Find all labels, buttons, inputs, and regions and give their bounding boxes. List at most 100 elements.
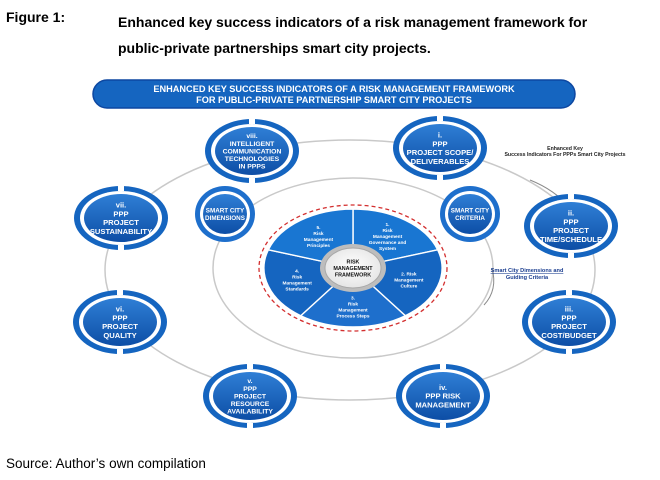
banner-line-1: ENHANCED KEY SUCCESS INDICATORS OF A RIS… xyxy=(153,84,515,94)
indicator-iii-inner xyxy=(532,298,606,346)
figure-title-line-2: public-private partnerships smart city p… xyxy=(118,40,431,56)
figure-label: Figure 1: xyxy=(6,9,66,25)
segment-s4-label-line-1: 4. xyxy=(295,269,299,275)
figure-title: Enhanced key success indicators of a ris… xyxy=(118,9,648,61)
middle-ring-pointer xyxy=(483,267,495,306)
indicator-vii-label-line-4: SUSTAINABILITY xyxy=(90,227,152,236)
indicator-v-label-line-2: PPP xyxy=(243,386,257,393)
indicator-iii-label-line-3: PROJECT xyxy=(551,322,587,331)
segment-s5-label-line-3: Management xyxy=(304,237,334,243)
indicator-viii-label-line-1: viii. xyxy=(246,133,257,140)
center-label-line-1: RISK xyxy=(347,259,360,265)
smart-city-criteria-inner xyxy=(448,194,492,234)
indicator-v-label-line-3: PROJECT xyxy=(234,393,267,400)
indicator-ii-label-line-4: TIME/SCHEDULE xyxy=(540,235,602,244)
indicator-i-notch-bottom xyxy=(437,175,443,180)
indicator-vi-label-line-1: vi. xyxy=(116,304,124,313)
indicator-v-inner xyxy=(213,372,287,420)
indicator-viii-label-line-2: INTELLIGENT xyxy=(230,141,275,148)
segment-s5-label-line-4: Principles xyxy=(307,243,330,249)
indicator-viii-notch-bottom xyxy=(249,178,255,183)
indicator-iv-notch-bottom xyxy=(440,423,446,428)
indicator-vi-notch-top xyxy=(117,290,123,295)
indicator-ii-label-line-3: PROJECT xyxy=(553,226,589,235)
indicator-v-notch-bottom xyxy=(247,423,253,428)
indicator-vi-label-line-3: PROJECT xyxy=(102,322,138,331)
segment-s3-label-line-2: Risk xyxy=(348,302,358,308)
indicator-v-notch-top xyxy=(247,364,253,369)
indicator-viii-label-line-4: TECHNOLOGIES xyxy=(225,156,280,163)
figure-title-line-1: Enhanced key success indicators of a ris… xyxy=(118,14,588,30)
center-label-line-2: MANAGEMENT xyxy=(333,266,373,272)
indicator-iv-inner xyxy=(406,372,480,420)
indicator-i-notch-top xyxy=(437,116,443,121)
indicator-v-label-line-5: AVAILABILITY xyxy=(227,409,273,416)
segment-s3-label-line-4: Process Steps xyxy=(336,314,369,320)
indicator-vi-inner xyxy=(83,298,157,346)
smart-city-dimensions-label-line-1: SMART CITY xyxy=(206,207,245,214)
smart-city-criteria-label-line-2: CRITERIA xyxy=(455,215,485,222)
segment-s1-label-line-4: Governance and xyxy=(369,240,407,246)
indicator-vii-inner xyxy=(84,194,158,242)
segment-s2-label-line-2: Management xyxy=(394,278,424,284)
indicator-i-inner xyxy=(403,124,477,172)
indicator-vii-label-line-3: PROJECT xyxy=(103,218,139,227)
segment-s5-label-line-2: Risk xyxy=(313,231,323,237)
indicator-vii-label-line-2: PPP xyxy=(113,209,128,218)
outer-ring-label-line-2: Success Indicators For PPPs Smart City P… xyxy=(504,152,625,158)
segment-s2-label-line-1: 2. Risk xyxy=(401,272,417,278)
indicator-ii-notch-top xyxy=(568,194,574,199)
banner-line-2: FOR PUBLIC-PRIVATE PARTNERSHIP SMART CIT… xyxy=(196,95,472,105)
segment-s3-label-line-3: Management xyxy=(338,308,368,314)
indicator-vi-label-line-2: PPP xyxy=(112,313,127,322)
segment-s5-label-line-1: 5. xyxy=(316,225,320,231)
smart-city-criteria-label-line-1: SMART CITY xyxy=(451,207,490,214)
segment-s1-label-line-2: Risk xyxy=(382,228,392,234)
indicator-vii-label-line-1: vii. xyxy=(116,200,127,209)
indicator-v-label-line-1: v. xyxy=(247,378,252,385)
center-disc xyxy=(324,247,382,289)
indicator-iii-label-line-2: PPP xyxy=(561,313,576,322)
segment-s3-shape xyxy=(299,267,407,328)
indicator-iv-label-line-1: iv. xyxy=(439,383,447,392)
middle-ring-label-line-2: Guiding Criteria xyxy=(506,275,549,281)
indicator-ii-label-line-2: PPP xyxy=(563,217,578,226)
indicator-i-label-line-2: PPP xyxy=(432,139,447,148)
indicator-viii-label-line-5: IN PPPS xyxy=(239,164,266,171)
center-label-line-3: FRAMEWORK xyxy=(335,272,371,278)
outer-ring xyxy=(104,139,596,401)
indicator-iii-label-line-4: COST/BUDGET xyxy=(541,331,597,340)
indicator-iii-notch-bottom xyxy=(566,349,572,354)
indicator-i-label-line-3: PROJECT SCOPE/ xyxy=(407,148,475,157)
segment-s2-label-line-3: Culture xyxy=(400,284,417,290)
indicator-iii-label-line-1: iii. xyxy=(565,304,573,313)
indicator-ii-notch-bottom xyxy=(568,253,574,258)
indicator-i-label-line-1: i. xyxy=(438,130,442,139)
title-banner: ENHANCED KEY SUCCESS INDICATORS OF A RIS… xyxy=(92,79,576,109)
indicator-vi-label-line-4: QUALITY xyxy=(103,331,136,340)
indicator-i-label-line-4: DELIVERABLES xyxy=(411,157,470,166)
segment-s1-label-line-3: Management xyxy=(373,234,403,240)
segment-s3-label-line-1: 3. xyxy=(351,296,355,302)
framework-dashed-ring xyxy=(258,204,448,332)
smart-city-dimensions-inner xyxy=(203,194,247,234)
indicator-viii-label-line-3: COMMUNICATION xyxy=(223,148,282,155)
segment-s1-label-line-1: 1. xyxy=(386,222,390,228)
indicator-viii-inner xyxy=(215,127,289,175)
segment-s4-label-line-4: Standards xyxy=(285,287,309,293)
indicator-viii: viii.INTELLIGENTCOMMUNICATIONTECHNOLOGIE… xyxy=(205,119,299,183)
indicator-viii-notch-top xyxy=(249,119,255,124)
